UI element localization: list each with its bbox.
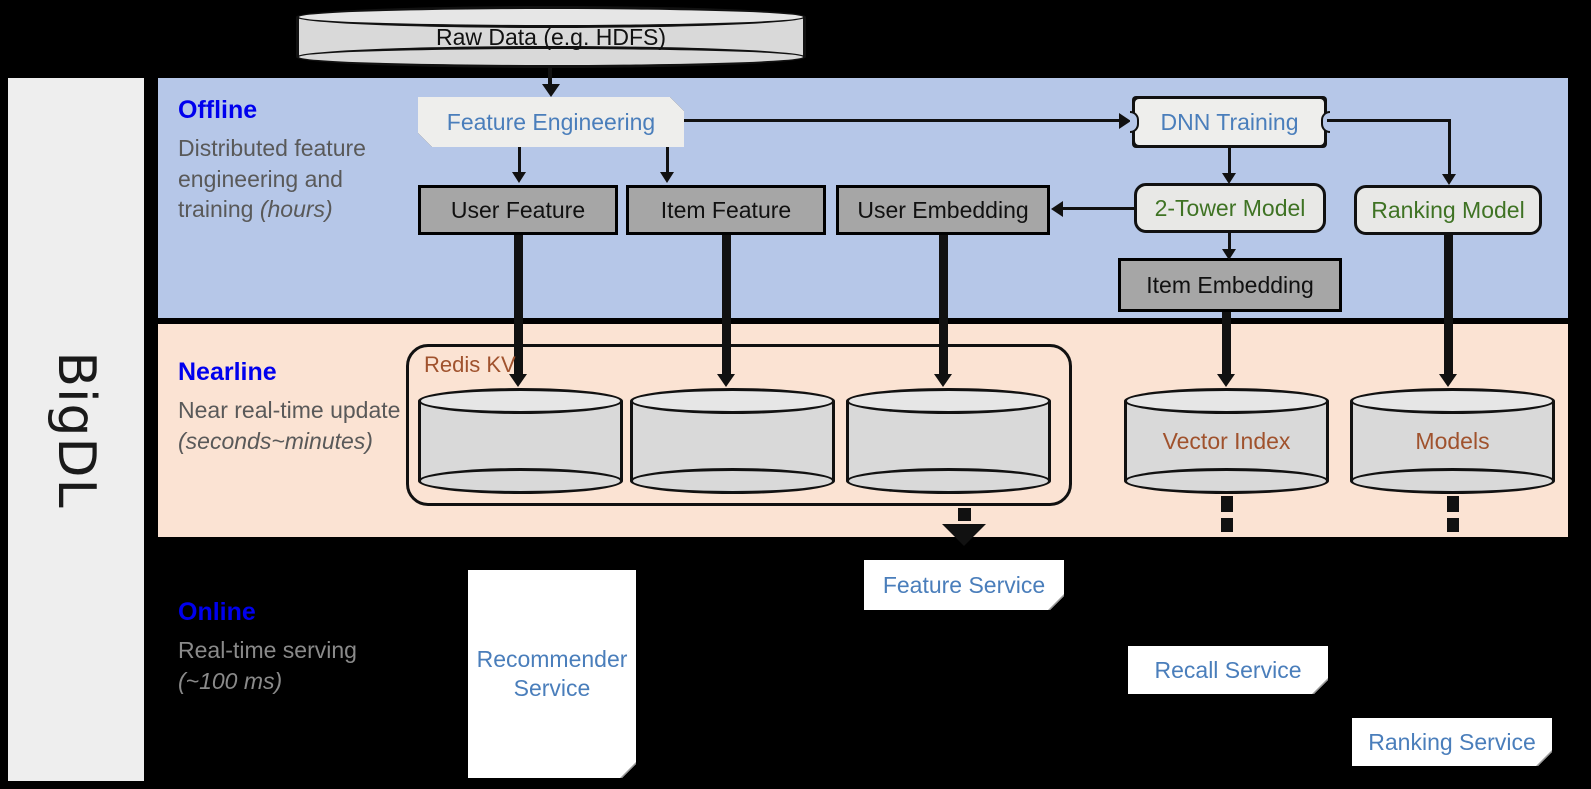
redis-kv-group	[406, 344, 1072, 506]
nearline-title: Nearline	[178, 358, 277, 386]
two-tower-model-node[interactable]: 2-Tower Model	[1134, 183, 1326, 233]
offline-subtitle-em: (hours)	[259, 196, 333, 223]
edge-dnn-twotower	[1228, 148, 1231, 176]
edge-dnn-ranking-h	[1327, 119, 1451, 122]
two-tower-model-label: 2-Tower Model	[1154, 194, 1306, 221]
edge-twotower-itemembedding	[1228, 233, 1231, 253]
dnn-right-notch	[1321, 111, 1330, 133]
arrowhead-userfeature-redis	[509, 374, 527, 387]
pipe-itemembedding-vectorindex	[1222, 312, 1231, 380]
dnn-training-label: DNN Training	[1160, 108, 1299, 135]
user-feature-store-cylinder	[418, 388, 623, 494]
feature-engineering-label: Feature Engineering	[446, 108, 656, 135]
cylinder-top	[630, 388, 835, 414]
feature-service-label: Feature Service	[882, 571, 1046, 598]
offline-stage-label: Offline Distributed feature engineering …	[178, 96, 378, 225]
cylinder-bottom	[630, 468, 835, 494]
dnn-training-node[interactable]: DNN Training	[1135, 99, 1324, 145]
ranking-model-node[interactable]: Ranking Model	[1354, 185, 1542, 235]
offline-title: Offline	[178, 96, 258, 124]
edge-fe-userfeature	[518, 147, 521, 175]
edge-fe-dnn	[684, 119, 1120, 122]
online-title: Online	[178, 598, 256, 626]
user-embedding-node[interactable]: User Embedding	[836, 185, 1050, 235]
feature-service-node[interactable]: Feature Service	[864, 560, 1064, 610]
cylinder-bottom	[1350, 468, 1555, 494]
cylinder-top	[846, 388, 1051, 414]
arrowhead-dnn-ranking	[1442, 174, 1456, 185]
arrowhead-itemembedding-vectorindex	[1217, 374, 1235, 387]
arrowhead-rankingmodel-models	[1439, 374, 1457, 387]
user-feature-label: User Feature	[450, 196, 586, 223]
models-cylinder[interactable]: Models	[1350, 388, 1555, 494]
user-feature-node[interactable]: User Feature	[418, 185, 618, 235]
arrowhead-rawdata-fe	[542, 84, 560, 97]
cylinder-top	[1124, 388, 1329, 414]
arrowhead-twotower-itemembedding	[1222, 249, 1236, 260]
raw-data-cylinder: Raw Data (e.g. HDFS)	[296, 6, 806, 68]
dash-vectorindex-recallservice-2	[1221, 518, 1233, 532]
nearline-stage-label: Nearline Near real-time update (seconds~…	[178, 358, 408, 456]
cylinder-bottom	[846, 468, 1051, 494]
pipe-userfeature-redis	[514, 235, 523, 380]
edge-rawdata-fe	[548, 68, 552, 86]
nearline-subtitle-text: Near real-time update	[178, 397, 401, 423]
pipe-itemfeature-redis	[722, 235, 731, 380]
cylinder-top	[296, 6, 806, 28]
ranking-model-label: Ranking Model	[1371, 196, 1525, 223]
item-feature-node[interactable]: Item Feature	[626, 185, 826, 235]
cylinder-bottom	[418, 468, 623, 494]
recall-service-label: Recall Service	[1154, 656, 1302, 683]
offline-subtitle-text: Distributed feature engineering and trai…	[178, 135, 366, 223]
ranking-service-label: Ranking Service	[1368, 728, 1536, 755]
user-embedding-label: User Embedding	[857, 196, 1029, 223]
arrowhead-fe-userfeature	[512, 172, 526, 183]
offline-subtitle: Distributed feature engineering and trai…	[178, 133, 378, 225]
raw-data-label: Raw Data (e.g. HDFS)	[435, 23, 667, 50]
redis-kv-label: Redis KV	[424, 352, 516, 377]
bigdl-sidebar: BigDL	[8, 78, 144, 781]
cylinder-top	[418, 388, 623, 414]
arrowhead-itemfeature-redis	[717, 374, 735, 387]
edge-fe-itemfeature	[666, 147, 669, 175]
bigdl-label: BigDL	[46, 350, 106, 509]
arrowhead-twotower-userembedding	[1051, 201, 1063, 217]
arrowhead-fe-itemfeature	[660, 172, 674, 183]
pipe-userembedding-redis	[939, 235, 948, 380]
ranking-service-node[interactable]: Ranking Service	[1352, 718, 1552, 766]
online-subtitle-text: Real-time serving	[178, 637, 357, 663]
online-subtitle-em: (~100 ms)	[178, 667, 283, 694]
nearline-subtitle: Near real-time update (seconds~minutes)	[178, 395, 408, 456]
recommender-service-node[interactable]: Recommender Service	[468, 570, 636, 778]
edge-dnn-ranking-v	[1448, 119, 1451, 177]
edge-twotower-userembedding	[1063, 207, 1135, 210]
dash-models-rankingservice-1	[1447, 496, 1459, 512]
arrowhead-redis-featureservice	[942, 524, 986, 546]
online-subtitle: Real-time serving (~100 ms)	[178, 635, 388, 696]
arrowhead-dnn-twotower	[1222, 173, 1236, 184]
item-feature-label: Item Feature	[660, 196, 792, 223]
item-embedding-node[interactable]: Item Embedding	[1118, 258, 1342, 312]
vector-index-cylinder[interactable]: Vector Index	[1124, 388, 1329, 494]
feature-engineering-node[interactable]: Feature Engineering	[418, 97, 684, 147]
recall-service-node[interactable]: Recall Service	[1128, 646, 1328, 694]
online-stage-label: Online Real-time serving (~100 ms)	[178, 598, 388, 696]
dash-models-rankingservice-2	[1447, 518, 1459, 532]
item-feature-store-cylinder	[630, 388, 835, 494]
arrowhead-userembedding-redis	[934, 374, 952, 387]
vector-index-label: Vector Index	[1162, 427, 1291, 454]
nearline-subtitle-em: (seconds~minutes)	[178, 427, 373, 454]
item-embedding-label: Item Embedding	[1146, 271, 1314, 298]
user-embedding-store-cylinder	[846, 388, 1051, 494]
dash-vectorindex-recallservice-1	[1221, 496, 1233, 512]
cylinder-top	[1350, 388, 1555, 414]
pipe-rankingmodel-models	[1444, 235, 1453, 380]
cylinder-bottom	[1124, 468, 1329, 494]
recommender-service-label: Recommender Service	[476, 646, 628, 701]
models-label: Models	[1415, 427, 1490, 454]
arrowhead-fe-dnn	[1119, 113, 1131, 129]
dash-redis-featureservice-1	[958, 508, 971, 521]
online-band	[158, 543, 1568, 789]
cylinder-bottom	[296, 46, 806, 68]
